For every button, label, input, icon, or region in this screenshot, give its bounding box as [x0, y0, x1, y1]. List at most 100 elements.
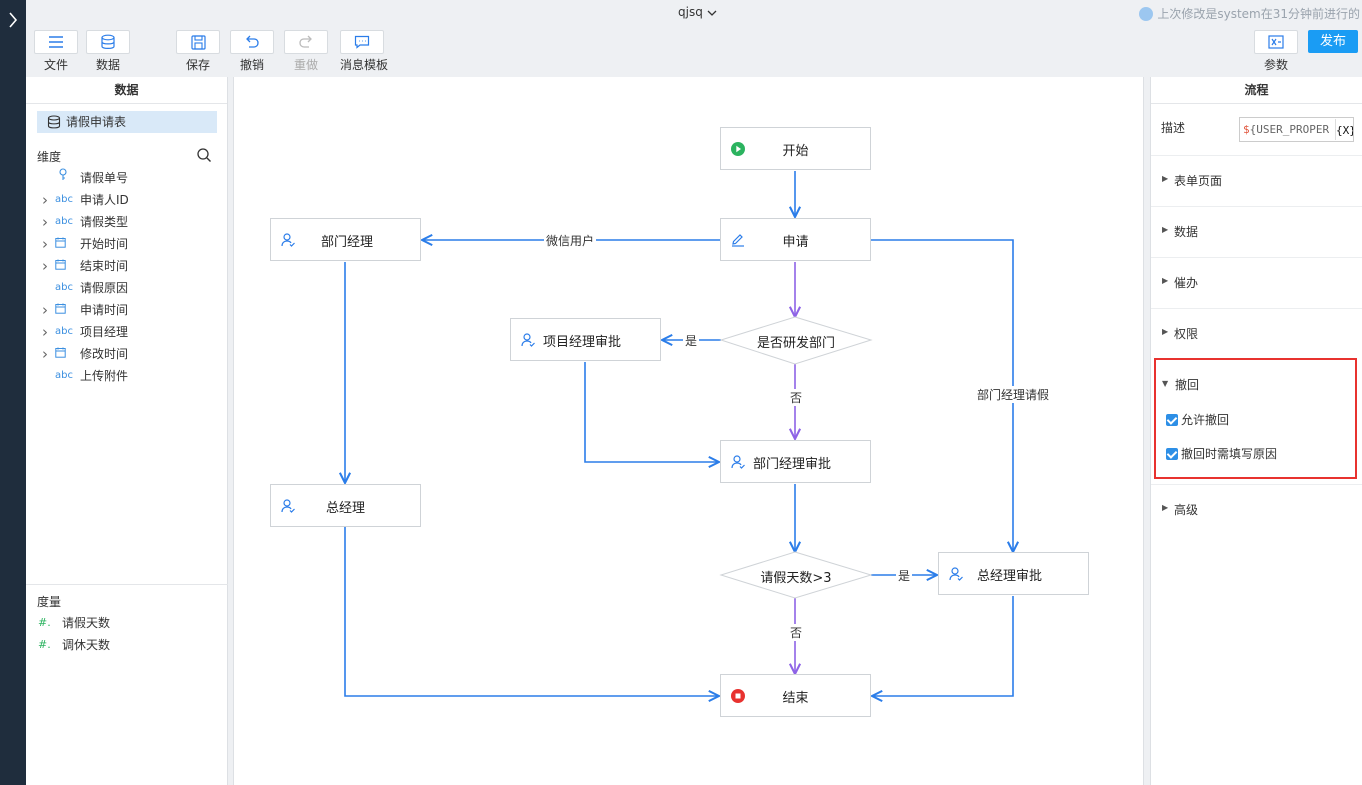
file-button-label: 文件: [43, 58, 68, 72]
edge-label-yes-rd: 是: [683, 332, 700, 349]
save-icon: [190, 34, 206, 50]
expand-chevron-icon[interactable]: ›: [42, 301, 48, 319]
node-project-approval[interactable]: 项目经理审批: [510, 318, 661, 361]
measures-title: 度量: [37, 595, 62, 609]
undo-button[interactable]: 撤销: [230, 30, 274, 73]
section-advanced[interactable]: ▶ 高级: [1151, 484, 1362, 535]
dimension-field[interactable]: ›开始时间: [26, 233, 226, 255]
file-button[interactable]: 文件: [34, 30, 78, 73]
section-revoke[interactable]: ▼ 撤回 允许撤回 撤回时需填写原因: [1154, 358, 1357, 479]
caret-right-icon: ▶: [1162, 327, 1169, 336]
section-data-title: 数据: [1174, 225, 1199, 239]
dimension-field-name: 申请时间: [80, 303, 129, 317]
dimension-field[interactable]: 请假单号: [26, 167, 226, 189]
caret-down-icon: ▼: [1162, 379, 1169, 388]
expand-chevron-icon[interactable]: ›: [42, 235, 48, 253]
expand-chevron-icon[interactable]: [6, 10, 20, 30]
user-avatar-icon: [1139, 7, 1154, 21]
params-button[interactable]: 参数: [1254, 30, 1298, 73]
section-urge[interactable]: ▶ 催办: [1151, 257, 1362, 308]
section-permission[interactable]: ▶ 权限: [1151, 308, 1362, 359]
redo-button-label: 重做: [293, 58, 318, 72]
document-title[interactable]: qjsq: [678, 5, 717, 19]
redo-button[interactable]: 重做: [284, 30, 328, 73]
decision-days-shape: [719, 551, 873, 599]
search-icon[interactable]: [196, 147, 212, 163]
number-type-icon: #.: [38, 638, 51, 651]
edge-project-dept-approval: [584, 362, 719, 462]
dimension-field-name: 申请人ID: [80, 193, 129, 207]
node-dept-approval[interactable]: 部门经理审批: [720, 440, 871, 483]
message-template-button[interactable]: 消息模板: [340, 30, 388, 73]
node-dept-manager[interactable]: 部门经理: [270, 218, 421, 261]
dimensions-title: 维度: [37, 150, 62, 164]
flow-canvas[interactable]: 微信用户 是 否 部门经理请假 是 否 开始 申请 部门经理 项目经理审批 是否…: [233, 77, 1144, 785]
node-end-label: 结束: [782, 691, 809, 706]
caret-right-icon: ▶: [1162, 174, 1169, 183]
node-apply[interactable]: 申请: [720, 218, 871, 261]
save-button[interactable]: 保存: [176, 30, 220, 73]
expand-chevron-icon[interactable]: ›: [42, 257, 48, 275]
calendar-icon: [55, 257, 66, 279]
decision-days-label[interactable]: 请假天数>3: [760, 571, 832, 586]
calendar-icon: [55, 345, 66, 367]
section-data[interactable]: ▶ 数据: [1151, 206, 1362, 257]
data-button-label: 数据: [95, 58, 120, 72]
dimension-field-name: 结束时间: [80, 259, 129, 273]
dimension-field[interactable]: › 结束时间: [26, 255, 226, 277]
measure-field[interactable]: #. 调休天数: [26, 634, 226, 656]
node-gm-approval-label: 总经理审批: [977, 569, 1043, 584]
redo-icon: [299, 35, 312, 48]
expand-chevron-icon[interactable]: ›: [42, 191, 48, 209]
save-button-label: 保存: [185, 58, 210, 72]
node-end[interactable]: 结束: [720, 674, 871, 717]
params-button-label: 参数: [1263, 58, 1288, 72]
expand-chevron-icon[interactable]: ›: [42, 323, 48, 341]
play-icon: [731, 142, 745, 156]
section-form-page[interactable]: ▶ 表单页面: [1151, 155, 1362, 206]
dimension-field[interactable]: ›修改时间: [26, 343, 226, 365]
expand-chevron-icon[interactable]: ›: [42, 345, 48, 363]
expand-chevron-icon[interactable]: ›: [42, 213, 48, 231]
measure-field-name: 调休天数: [62, 638, 111, 652]
revoke-reason-checkbox[interactable]: 撤回时需填写原因: [1166, 445, 1277, 462]
document-title-text: qjsq: [678, 5, 703, 19]
user-icon: [731, 455, 745, 469]
allow-revoke-checkbox[interactable]: 允许撤回: [1166, 411, 1229, 428]
data-button[interactable]: 数据: [86, 30, 130, 73]
node-dept-manager-label: 部门经理: [321, 235, 374, 250]
allow-revoke-label: 允许撤回: [1181, 413, 1230, 427]
node-start-label: 开始: [782, 144, 809, 159]
message-icon: [354, 35, 370, 49]
description-label: 描述: [1161, 121, 1186, 135]
dimension-field[interactable]: › abc 申请人ID: [26, 189, 226, 211]
formula-button[interactable]: {X}: [1335, 119, 1353, 140]
description-input[interactable]: ${USER_PROPER {X}: [1239, 117, 1354, 142]
key-icon: [58, 168, 68, 190]
node-general-manager[interactable]: 总经理: [270, 484, 421, 527]
calendar-icon: [55, 301, 66, 323]
edge-label-no-rd: 否: [788, 389, 805, 406]
table-item[interactable]: 请假申请表: [37, 111, 217, 133]
dimension-field[interactable]: › 申请时间: [26, 299, 226, 321]
decision-rd-label[interactable]: 是否研发部门: [756, 336, 835, 351]
edge-gm-end: [344, 527, 719, 696]
formula-icon: [1268, 35, 1284, 49]
node-start[interactable]: 开始: [720, 127, 871, 170]
menu-icon: [49, 36, 63, 48]
publish-button[interactable]: 发布: [1308, 30, 1358, 53]
node-project-approval-label: 项目经理审批: [543, 335, 622, 350]
revoke-reason-label: 撤回时需填写原因: [1181, 447, 1278, 461]
text-type-icon: abc: [55, 194, 73, 205]
measure-field[interactable]: #.请假天数: [26, 612, 226, 634]
flow-panel-title: 流程: [1151, 77, 1362, 104]
number-type-icon: #.: [38, 616, 51, 629]
undo-icon: [246, 35, 259, 48]
text-type-icon: abc: [55, 370, 73, 381]
user-icon: [281, 499, 295, 513]
node-gm-approval[interactable]: 总经理审批: [938, 552, 1089, 595]
